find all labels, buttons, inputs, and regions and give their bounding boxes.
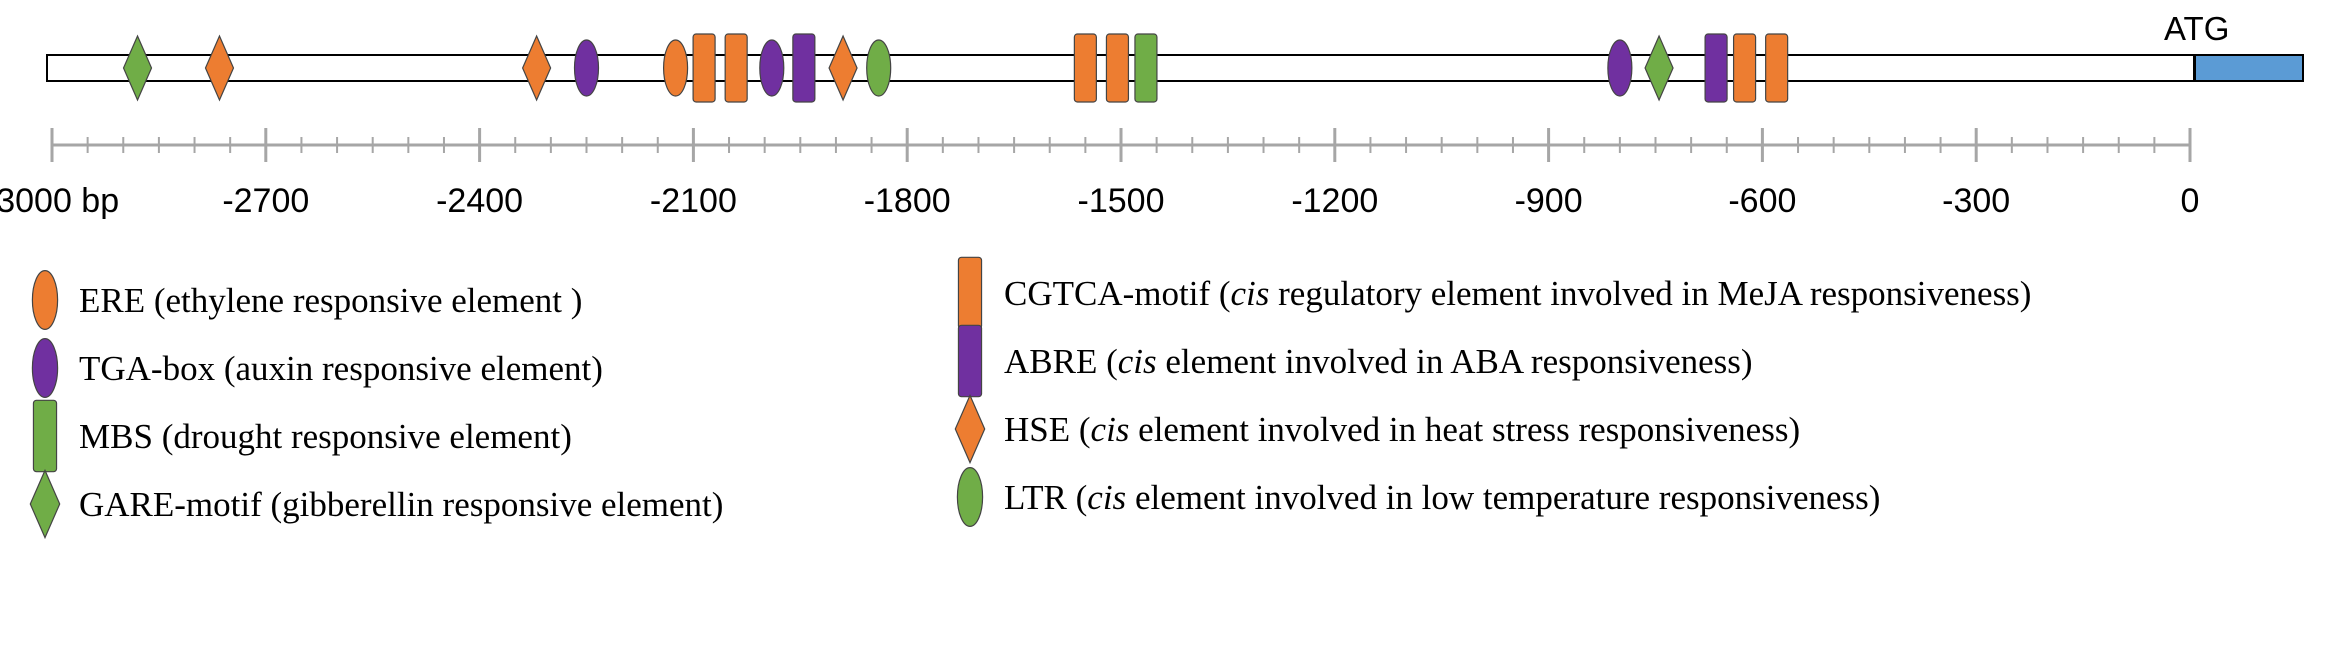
hse-element-glyph <box>828 34 858 102</box>
hse-element-glyph <box>521 34 552 102</box>
ltr-element-glyph <box>866 39 892 97</box>
legend-hse-glyph <box>954 393 986 465</box>
abre-element-glyph <box>1704 33 1728 103</box>
legend-ltr-glyph <box>956 467 984 528</box>
cgtca-element-glyph <box>1105 33 1130 103</box>
hse-element-glyph <box>204 34 235 102</box>
cgtca-element-glyph <box>692 33 716 103</box>
ruler-label: -900 <box>1515 182 1583 220</box>
ruler-labels: -3000 bp -2700 -2400 -2100 -1800 -1500 -1200 -9… <box>0 182 2199 220</box>
ruler-ticks <box>50 128 2192 162</box>
legend-ltr-label: LTR (cis element involved in low tempera… <box>1004 478 1880 517</box>
ruler-label: -2400 <box>436 182 523 220</box>
legend-ere-label: ERE (ethylene responsive element ) <box>79 281 582 320</box>
legend-gare-label: GARE-motif (gibberellin responsive eleme… <box>79 485 723 524</box>
atg-label: ATG <box>2164 10 2229 47</box>
legend: ERE (ethylene responsive element ) TGA-bo… <box>29 256 2031 540</box>
mbs-element-glyph <box>1134 33 1158 103</box>
gare-element-glyph <box>1644 34 1674 102</box>
tga-element-glyph <box>573 39 600 97</box>
ere-element-glyph <box>662 39 689 97</box>
legend-mbs-glyph <box>32 399 58 473</box>
legend-hse-label: HSE (cis element involved in heat stress… <box>1004 410 1800 449</box>
coding-region-bar <box>2194 54 2304 82</box>
ruler-label: -2100 <box>650 182 737 220</box>
legend-tga-label: TGA-box (auxin responsive element) <box>79 349 603 388</box>
legend-cgtca-glyph <box>957 256 983 330</box>
cis-elements-layer <box>122 33 1789 103</box>
legend-cgtca-label: CGTCA-motif (cis regulatory element invo… <box>1004 274 2031 313</box>
ruler-label: -2700 <box>222 182 309 220</box>
ruler-label: -600 <box>1728 182 1796 220</box>
ruler-label: -3000 bp <box>0 182 119 220</box>
ruler-label: -1500 <box>1078 182 1165 220</box>
tga-element-glyph <box>759 39 785 97</box>
cgtca-element-glyph <box>1073 33 1097 103</box>
cgtca-element-glyph <box>724 33 748 103</box>
ruler-label: 0 <box>2181 182 2200 220</box>
cgtca-element-glyph <box>1765 33 1789 103</box>
legend-abre-glyph <box>957 324 983 398</box>
cgtca-element-glyph <box>1732 33 1757 103</box>
tga-element-glyph <box>1607 39 1633 97</box>
gare-element-glyph <box>122 34 153 102</box>
legend-gare-glyph <box>29 468 61 540</box>
legend-mbs-label: MBS (drought responsive element) <box>79 417 572 456</box>
ruler-label: -1800 <box>864 182 951 220</box>
position-ruler: -3000 bp -2700 -2400 -2100 -1800 -1500 -1200 -9… <box>0 128 2199 220</box>
legend-abre-label: ABRE (cis element involved in ABA respon… <box>1004 342 1753 381</box>
ruler-label: -300 <box>1942 182 2010 220</box>
legend-tga-glyph <box>31 338 59 399</box>
abre-element-glyph <box>792 33 816 103</box>
ruler-label: -1200 <box>1291 182 1378 220</box>
legend-ere-glyph <box>31 270 59 331</box>
